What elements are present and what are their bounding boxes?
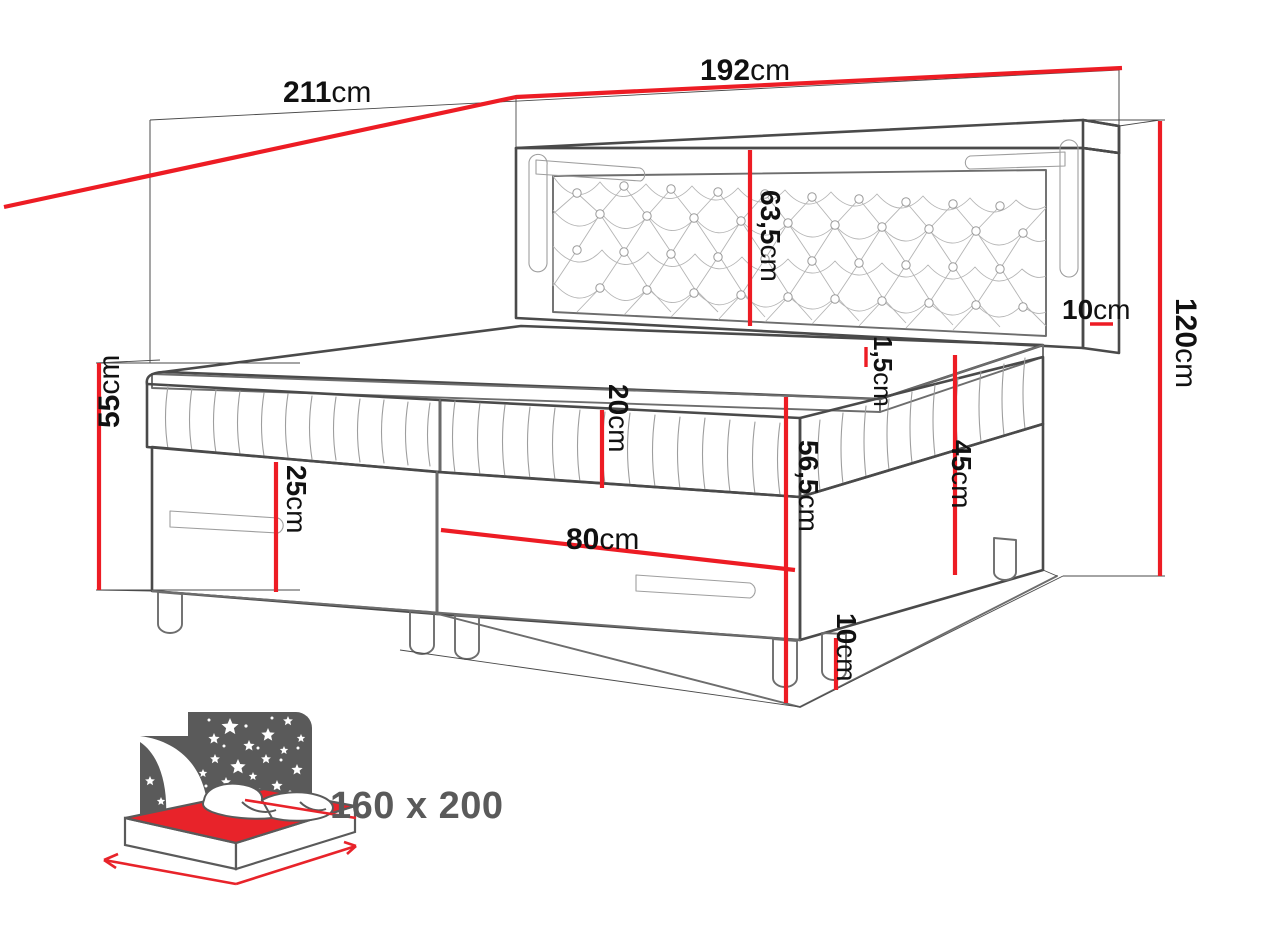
dim-line-211 [3, 94, 517, 210]
reference-box [149, 69, 1120, 363]
dim-label-192: 192cm [700, 54, 791, 87]
bed-topper [145, 324, 1045, 413]
dim-label-55: 55cm [93, 354, 126, 428]
mattress-quilting-front [451, 400, 781, 496]
dim-label-45: 45cm [946, 440, 977, 509]
dim-label-10-leg: 10cm [831, 613, 862, 682]
star-field [145, 716, 306, 806]
floor-lines [95, 569, 1064, 708]
tufting-pattern [552, 175, 1047, 331]
mattress-size-label: 160 x 200 [330, 785, 504, 827]
dim-label-80: 80cm [566, 523, 640, 556]
dim-label-211: 211cm [283, 76, 372, 109]
mattress [145, 355, 1045, 499]
dim-label-120: 120cm [1169, 298, 1202, 389]
dim-label-1-5: 1,5cm [868, 336, 898, 407]
dim-line-80 [440, 527, 796, 573]
red-dimension-lines [3, 65, 1163, 703]
mattress-quilting-right [817, 357, 1026, 492]
dim-label-63-5: 63,5cm [755, 190, 786, 282]
dim-label-20: 20cm [603, 384, 634, 453]
headboard [514, 118, 1121, 355]
mattress-size-icon [103, 712, 357, 886]
dim-label-25: 25cm [281, 465, 312, 534]
bed-legs [157, 537, 1017, 688]
dim-label-56-5: 56,5cm [793, 440, 824, 532]
dim-label-10-headboard: 10cm [1062, 294, 1131, 325]
mattress-quilting-left [164, 385, 431, 467]
dim-line-192 [515, 65, 1123, 100]
